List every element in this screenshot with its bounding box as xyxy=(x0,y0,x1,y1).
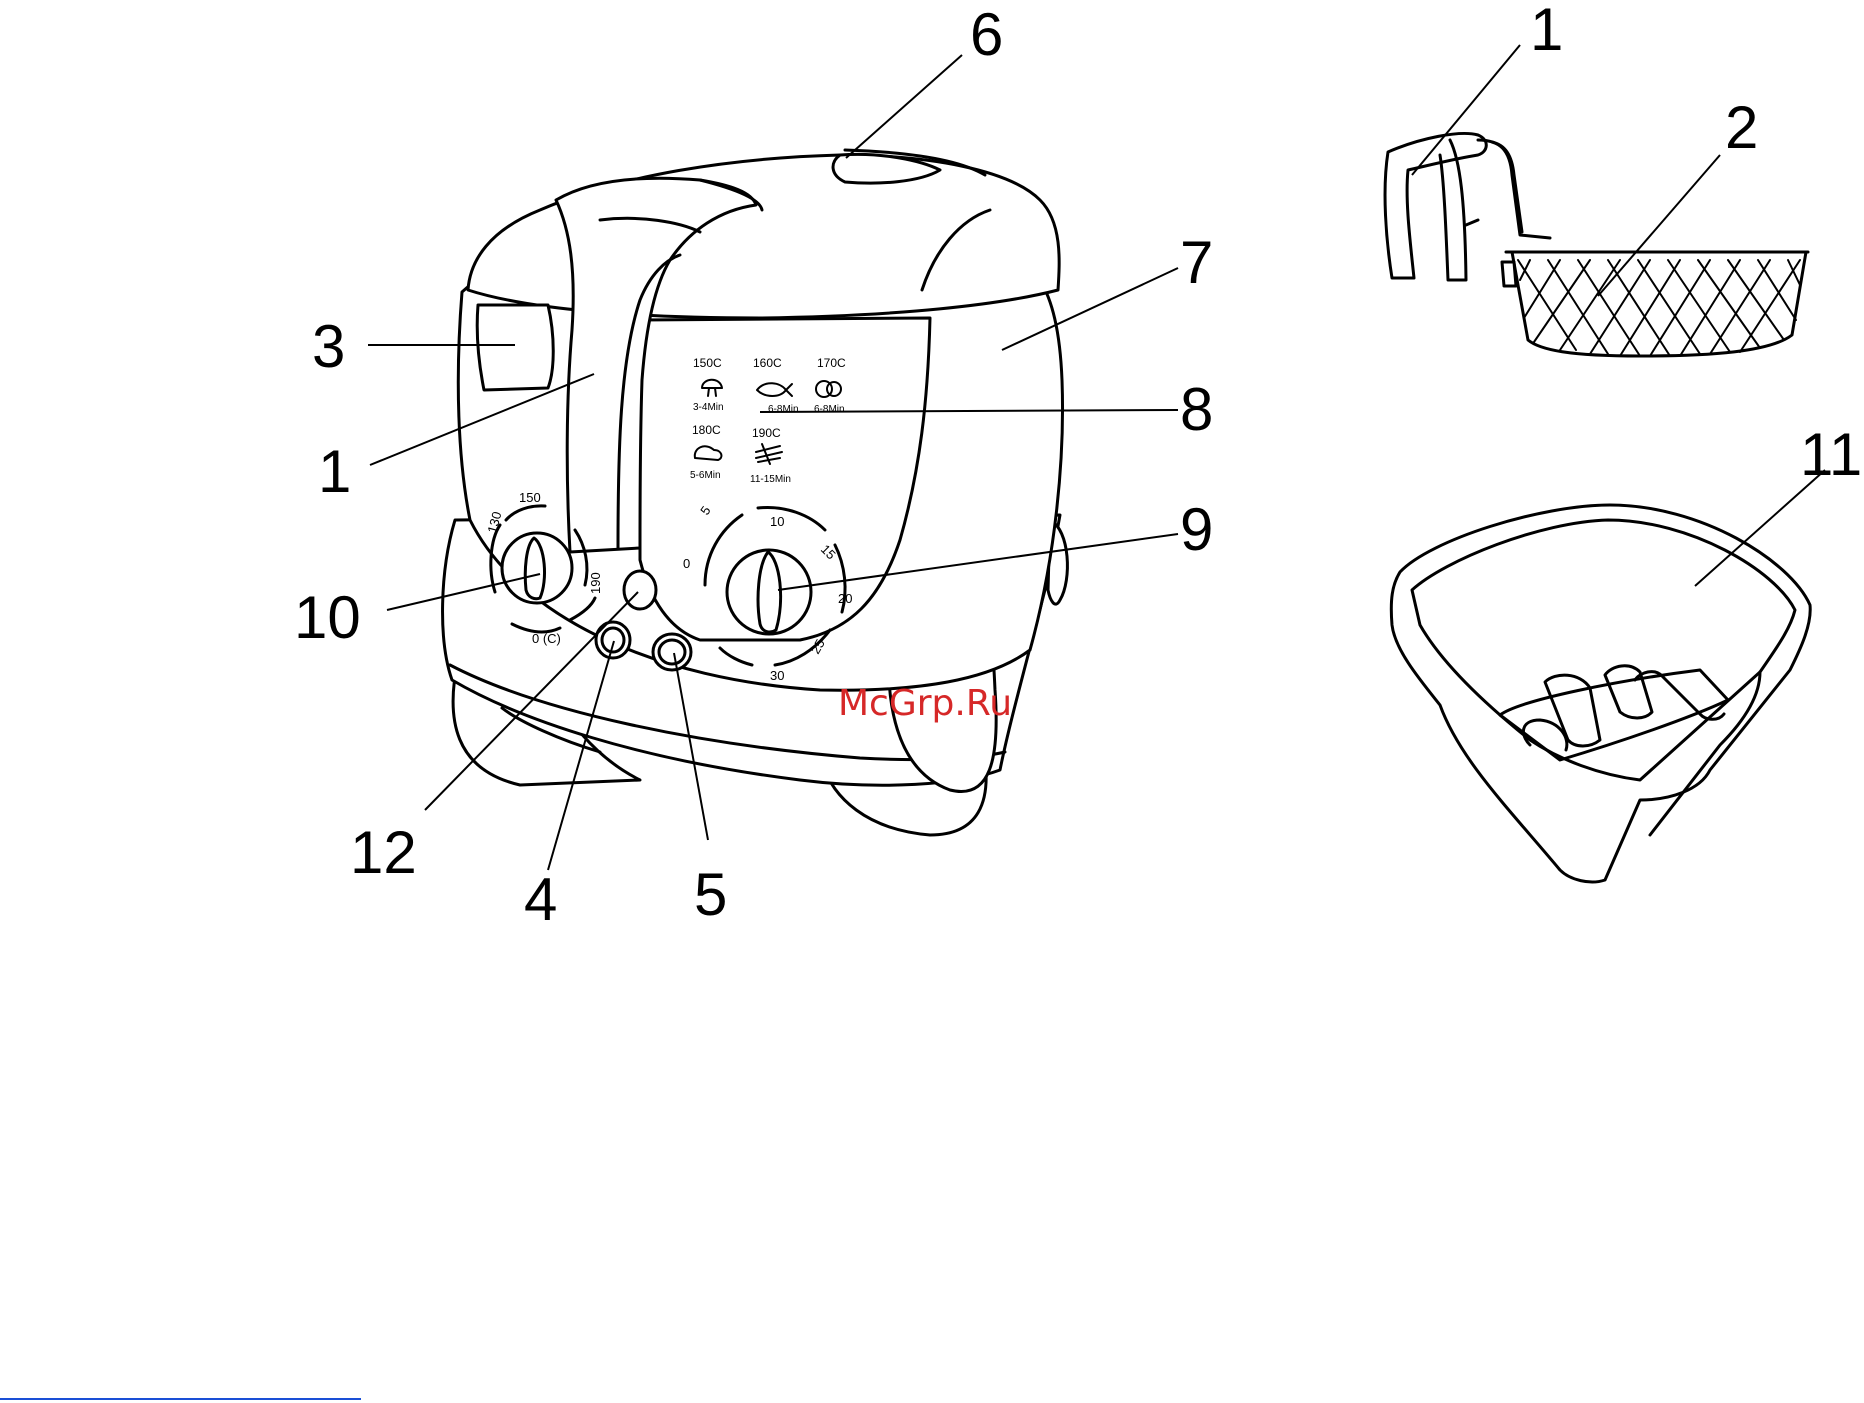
panel-time-4: 5-6Min xyxy=(690,470,721,481)
thermostat-zero: 0 (C) xyxy=(532,631,561,646)
panel-temp-4: 180C xyxy=(692,423,721,437)
panel-time-1: 3-4Min xyxy=(693,402,724,413)
callout-5: 5 xyxy=(694,861,727,928)
callout-12: 12 xyxy=(350,819,417,886)
frying-basket-illustration xyxy=(1385,134,1808,356)
timer-10: 10 xyxy=(770,514,784,529)
callout-3: 3 xyxy=(312,313,345,380)
timer-20: 20 xyxy=(838,591,852,606)
callout-11: 11 xyxy=(1800,421,1862,488)
callout-1-basket: 1 xyxy=(1530,0,1563,63)
callout-6: 6 xyxy=(970,1,1003,68)
callout-2: 2 xyxy=(1725,94,1758,161)
callout-1: 1 xyxy=(318,438,351,505)
panel-temp-2: 160C xyxy=(753,356,782,370)
thermostat-190: 190 xyxy=(588,572,603,594)
watermark: McGrp.Ru xyxy=(838,683,1012,724)
callout-8: 8 xyxy=(1180,376,1213,443)
link-underline[interactable] xyxy=(0,1398,361,1400)
panel-time-5: 11-15Min xyxy=(750,474,791,485)
panel-time-3: 6-8Min xyxy=(814,404,845,415)
callout-7: 7 xyxy=(1180,229,1213,296)
callout-9: 9 xyxy=(1180,496,1213,563)
thermostat-150: 150 xyxy=(519,490,541,505)
callout-4: 4 xyxy=(524,866,557,933)
panel-temp-5: 190C xyxy=(752,426,781,440)
panel-temp-3: 170C xyxy=(817,356,846,370)
leader-6 xyxy=(846,55,962,158)
callout-10: 10 xyxy=(294,584,361,651)
panel-time-2: 6-8Min xyxy=(768,404,799,415)
timer-0: 0 xyxy=(683,556,690,571)
panel-temp-1: 150C xyxy=(693,356,722,370)
timer-30: 30 xyxy=(770,668,784,683)
oil-container-illustration xyxy=(1391,505,1810,882)
